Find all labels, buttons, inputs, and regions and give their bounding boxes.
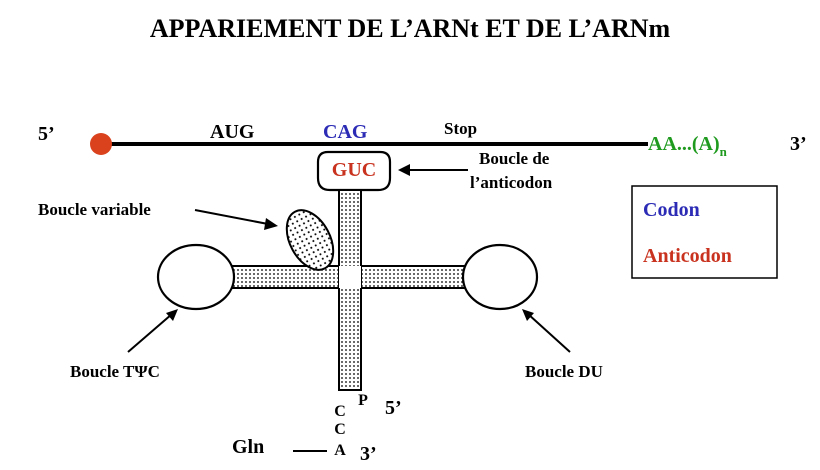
trna-right-arm [360, 265, 469, 289]
variable-loop [285, 209, 335, 271]
du-loop [461, 243, 539, 311]
acceptor-p: P [358, 392, 368, 409]
tpsic-loop [156, 243, 236, 311]
acceptor-a: A [334, 442, 346, 459]
variable-loop-label: Boucle variable [38, 200, 151, 219]
polya-main: AA...(A) [648, 133, 720, 155]
anticodon-loop-label-2: l’anticodon [470, 173, 553, 192]
polya-tail: AA...(A)n [648, 133, 728, 159]
variable-loop-arrowhead [264, 218, 278, 230]
du-loop-arrowhead [522, 309, 534, 321]
anticodon-loop-label-1: Boucle de [479, 149, 550, 168]
stop-label: Stop [444, 119, 477, 138]
codon-label: CAG [323, 121, 368, 143]
trna-5prime-label: 5’ [385, 397, 402, 419]
tpsic-loop-arrowhead [166, 309, 178, 321]
mrna-5prime-label: 5’ [38, 123, 55, 145]
legend-anticodon: Anticodon [643, 245, 732, 267]
amino-acid-label: Gln [232, 436, 264, 458]
acceptor-c2: C [334, 421, 346, 438]
legend-codon: Codon [643, 199, 700, 221]
anticodon-loop [316, 150, 392, 192]
du-loop-arrow [527, 313, 571, 353]
acceptor-c1: C [334, 403, 346, 420]
start-codon-label: AUG [210, 121, 255, 143]
tpsic-loop-label: Boucle TΨC [70, 362, 160, 381]
legend-box [631, 185, 778, 279]
trna-center [339, 266, 361, 288]
anticodon-label: GUC [332, 159, 376, 181]
variable-loop-arrow [194, 209, 269, 225]
tpsic-loop-arrow [127, 313, 173, 353]
anticodon-loop-arrowhead [398, 164, 410, 176]
mrna-5prime-cap [90, 133, 112, 155]
diagram-title: APPARIEMENT DE L’ARNt ET DE L’ARNm [150, 14, 671, 43]
mrna-3prime-label: 3’ [790, 133, 807, 155]
polya-subscript: n [720, 144, 728, 159]
du-loop-label: Boucle DU [525, 362, 603, 381]
trna-3prime-label: 3’ [360, 443, 377, 465]
trna-vertical-stem [338, 189, 362, 391]
